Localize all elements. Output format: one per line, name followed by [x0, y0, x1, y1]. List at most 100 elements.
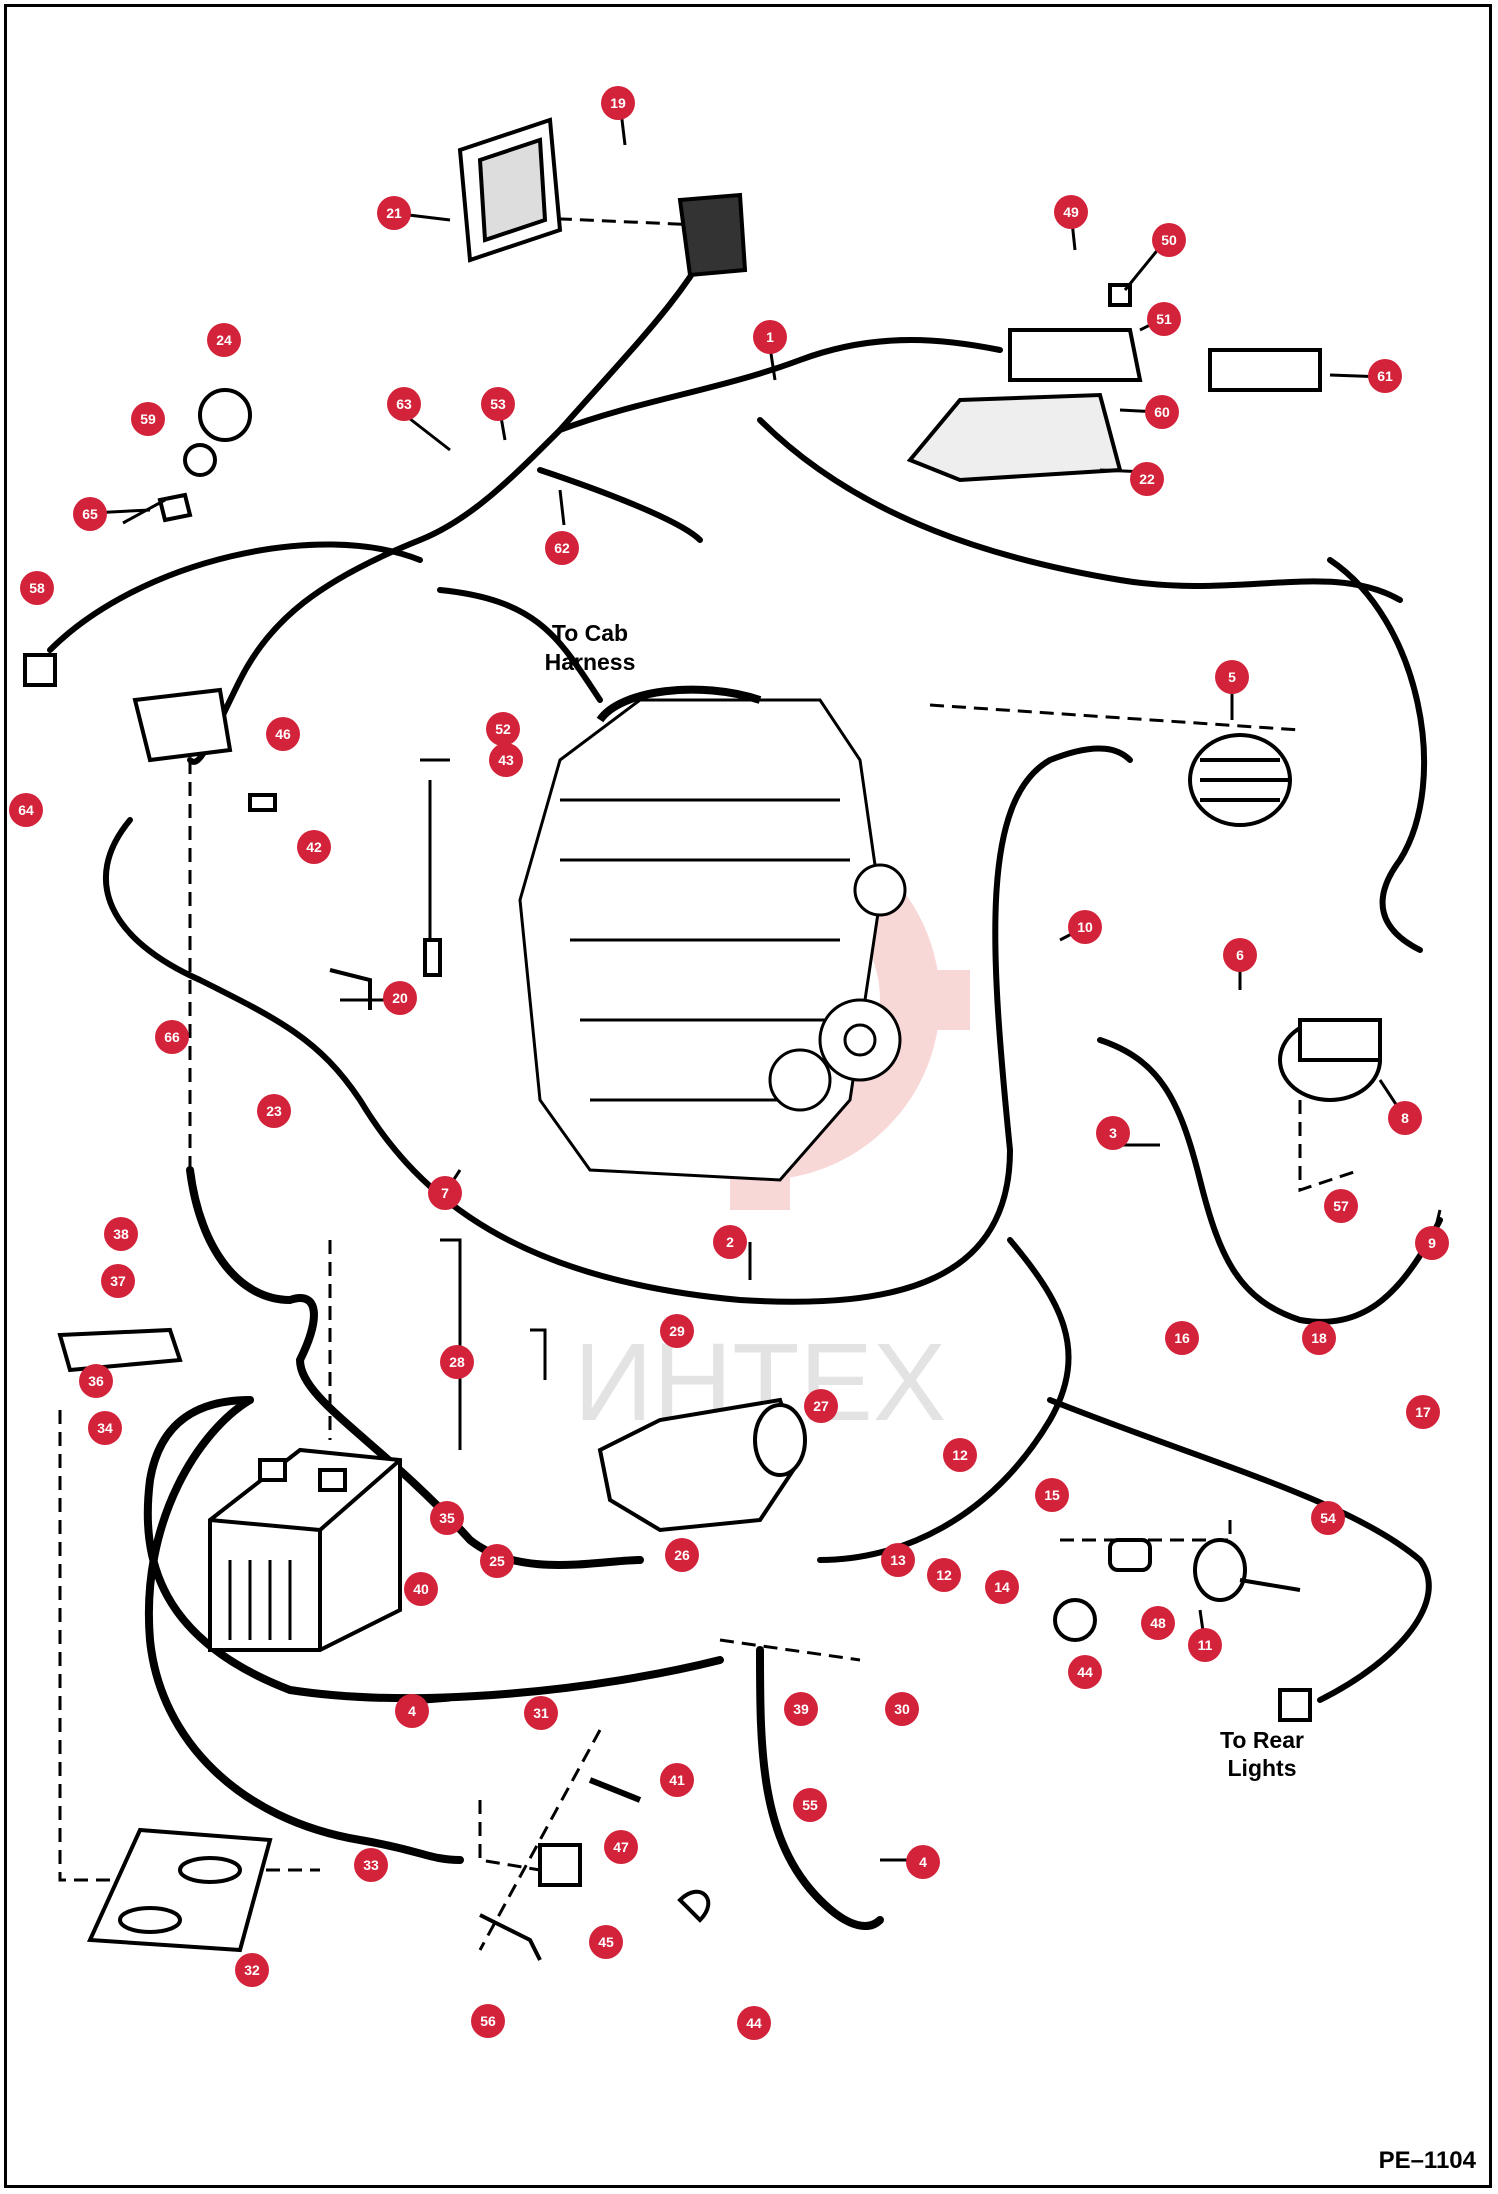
callout-number: 38: [113, 1226, 129, 1242]
callout-circle: [387, 387, 421, 421]
callout-number: 51: [1156, 311, 1172, 327]
callout-marker: 47: [604, 1830, 638, 1864]
cab-harness-label-line2: Harness: [545, 649, 636, 675]
cab-harness-label-line1: To Cab: [552, 620, 628, 646]
callout-number: 25: [489, 1553, 505, 1569]
callout-marker: 12: [943, 1438, 977, 1472]
callout-number: 30: [894, 1701, 910, 1717]
battery-cables: [143, 1166, 884, 1930]
callout-marker: 4: [395, 1694, 429, 1728]
callout-marker: 20: [383, 981, 417, 1015]
callout-circle: [235, 1953, 269, 1987]
callout-marker: 19: [601, 86, 635, 120]
callout-marker: 61: [1368, 359, 1402, 393]
callout-circle: [784, 1692, 818, 1726]
callout-number: 12: [952, 1447, 968, 1463]
callout-circle: [155, 1020, 189, 1054]
callout-circle: [101, 1264, 135, 1298]
callout-marker: 28: [440, 1345, 474, 1379]
callout-circle: [486, 712, 520, 746]
callout-circle: [604, 1830, 638, 1864]
callout-circle: [1096, 1116, 1130, 1150]
callout-number: 5: [1228, 669, 1236, 685]
battery-tray: [86, 1827, 273, 1953]
callout-number: 33: [363, 1857, 379, 1873]
alternator: [1188, 733, 1292, 827]
callout-marker: 22: [1130, 462, 1164, 496]
callout-number: 15: [1044, 1487, 1060, 1503]
callout-circle: [383, 981, 417, 1015]
callout-number: 43: [498, 752, 514, 768]
starter-motor: [597, 1397, 807, 1533]
callout-number: 56: [480, 2013, 496, 2029]
callout-marker: 6: [1223, 938, 1257, 972]
callout-marker: 53: [481, 387, 515, 421]
callout-marker: 13: [881, 1543, 915, 1577]
callout-marker: 57: [1324, 1189, 1358, 1223]
callout-circle: [257, 1094, 291, 1128]
callout-marker: 33: [354, 1848, 388, 1882]
callout-number: 11: [1198, 1637, 1213, 1653]
callout-circle: [906, 1845, 940, 1879]
callout-number: 12: [936, 1567, 952, 1583]
callout-number: 26: [674, 1547, 690, 1563]
callout-number: 4: [408, 1703, 416, 1719]
callout-marker: 48: [1141, 1606, 1175, 1640]
callout-number: 10: [1077, 919, 1093, 935]
callout-number: 27: [813, 1398, 829, 1414]
callout-number: 40: [413, 1581, 429, 1597]
rear-lights-label-line2: Lights: [1228, 1755, 1297, 1781]
callout-number: 48: [1150, 1615, 1166, 1631]
callout-circle: [1406, 1395, 1440, 1429]
callout-marker: 2: [713, 1225, 747, 1259]
callout-circle: [1147, 302, 1181, 336]
callout-number: 20: [392, 990, 408, 1006]
callout-circle: [1215, 660, 1249, 694]
callout-circle: [927, 1558, 961, 1592]
callout-number: 17: [1415, 1404, 1431, 1420]
callout-marker: 49: [1054, 195, 1088, 229]
callout-circle: [1302, 1321, 1336, 1355]
callout-marker: 9: [1415, 1226, 1449, 1260]
callout-marker: 51: [1147, 302, 1181, 336]
callout-circle: [1035, 1478, 1069, 1512]
callout-circle: [713, 1225, 747, 1259]
page-code: PE–1104: [1379, 2147, 1477, 2174]
callout-number: 50: [1161, 232, 1177, 248]
callout-number: 42: [306, 839, 322, 855]
callout-marker: 23: [257, 1094, 291, 1128]
callout-marker: 63: [387, 387, 421, 421]
callout-circle: [1223, 938, 1257, 972]
callout-number: 62: [554, 540, 570, 556]
callout-marker: 40: [404, 1572, 438, 1606]
callout-circle: [354, 1848, 388, 1882]
callout-marker: 31: [524, 1696, 558, 1730]
callout-number: 45: [598, 1934, 614, 1950]
callout-circle: [601, 86, 635, 120]
callout-marker: 11: [1188, 1628, 1222, 1662]
fuel-filter: [1278, 1018, 1382, 1102]
callout-circle: [804, 1389, 838, 1423]
callout-circle: [395, 1694, 429, 1728]
callout-marker: 30: [885, 1692, 919, 1726]
callout-number: 14: [994, 1579, 1010, 1595]
callout-marker: 46: [266, 717, 300, 751]
callout-number: 3: [1109, 1125, 1117, 1141]
callout-circle: [1068, 1655, 1102, 1689]
callout-marker: 29: [660, 1314, 694, 1348]
callout-marker: 42: [297, 830, 331, 864]
fuse-box: [906, 283, 1322, 483]
callout-circle: [88, 1411, 122, 1445]
callout-circle: [885, 1692, 919, 1726]
callout-circle: [943, 1438, 977, 1472]
callout-number: 53: [490, 396, 506, 412]
callout-marker: 24: [207, 323, 241, 357]
callout-number: 65: [82, 506, 98, 522]
callout-circle: [20, 571, 54, 605]
callout-number: 36: [88, 1373, 104, 1389]
callout-circle: [440, 1345, 474, 1379]
callout-number: 66: [164, 1029, 180, 1045]
misc-components: [23, 388, 1312, 1961]
callout-number: 44: [746, 2015, 762, 2031]
